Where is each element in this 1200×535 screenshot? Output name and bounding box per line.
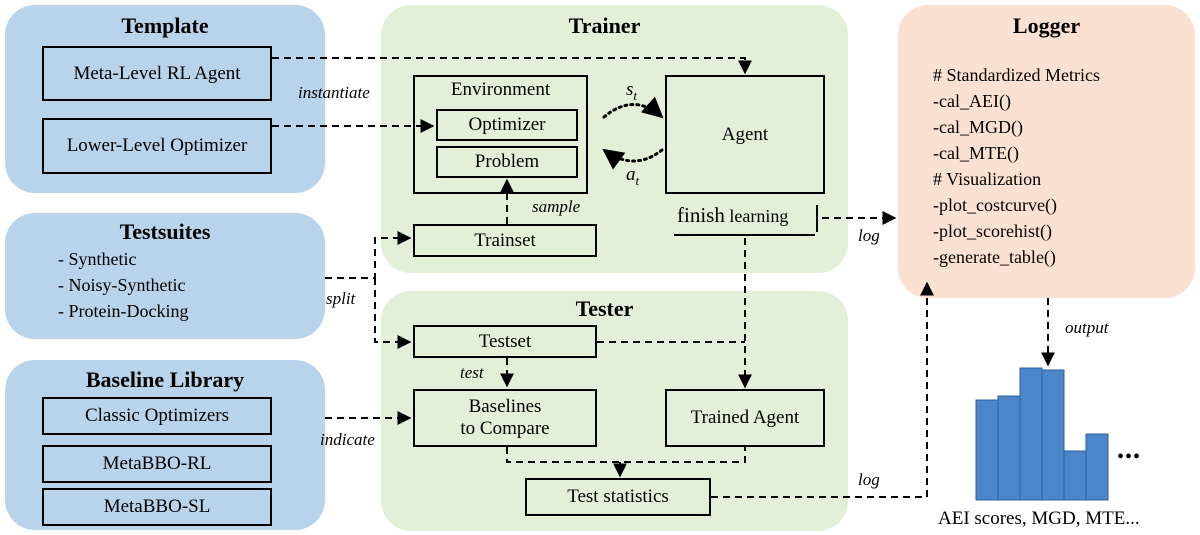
tester-panel: Tester	[381, 291, 848, 531]
statistics-to-logger-arrow	[711, 281, 934, 498]
logger-list: # Standardized Metrics -cal_AEI() -cal_M…	[933, 62, 1100, 270]
logger-panel: Logger	[898, 5, 1195, 298]
lower-level-optimizer-box: Lower-Level Optimizer	[42, 118, 272, 174]
trainer-panel: Trainer	[381, 5, 848, 273]
histogram-bar	[1063, 450, 1087, 501]
baselines-line1: Baselines	[468, 396, 542, 417]
testsuite-item-protein-docking: - Protein-Docking	[58, 301, 189, 321]
testsuite-item-noisy-synthetic: - Noisy-Synthetic	[58, 275, 186, 295]
metabbo-rl-box: MetaBBO-RL	[42, 445, 272, 483]
agent-box: Agent	[665, 75, 825, 194]
testsuites-list: - Synthetic - Noisy-Synthetic - Protein-…	[58, 246, 188, 324]
action-label: at	[626, 164, 639, 189]
testsuite-item-synthetic: - Synthetic	[58, 249, 137, 269]
test-label: test	[460, 363, 484, 382]
finish-word: finish	[677, 203, 725, 227]
split-to-testset-arrow	[374, 278, 412, 349]
finish-learning-label: finish learning	[677, 203, 788, 228]
sample-label: sample	[532, 197, 581, 216]
split-label: split	[326, 289, 356, 308]
output-caption: AEI scores, MGD, MTE...	[938, 508, 1140, 529]
logger-line: -plot_scorehist()	[933, 221, 1052, 241]
log-bottom-label: log	[858, 470, 880, 489]
environment-label: Environment	[450, 79, 551, 100]
histogram-ellipsis: •••	[1117, 446, 1142, 468]
classic-optimizers-box: Classic Optimizers	[42, 397, 272, 435]
action-arrow	[602, 148, 664, 170]
trainset-box: Trainset	[413, 224, 597, 257]
baselines-line2: to Compare	[460, 418, 550, 439]
optimizer-box: Optimizer	[436, 109, 578, 141]
state-arrow	[602, 96, 664, 119]
logger-line: -cal_MTE()	[933, 143, 1019, 163]
environment-box: Environment	[413, 75, 588, 194]
instantiate-label: instantiate	[298, 83, 370, 102]
problem-box: Problem	[436, 146, 578, 178]
output-label: output	[1065, 318, 1109, 337]
logger-line: # Visualization	[933, 169, 1042, 189]
metabbo-sl-box: MetaBBO-SL	[42, 488, 272, 526]
action-subscript: t	[635, 172, 640, 188]
logger-line: -generate_table()	[933, 247, 1056, 267]
histogram-bar	[1019, 367, 1043, 501]
baseline-title: Baseline Library	[85, 367, 245, 392]
testsuites-panel: Testsuites	[5, 213, 325, 339]
state-symbol: s	[626, 79, 634, 100]
instantiate-agent-arrow	[272, 57, 752, 75]
histogram-bar	[1085, 433, 1109, 501]
logger-line: # Standardized Metrics	[933, 65, 1100, 85]
template-title: Template	[121, 13, 209, 38]
testsuites-title: Testsuites	[119, 219, 211, 244]
logger-title: Logger	[1012, 13, 1081, 38]
state-label: st	[626, 79, 637, 104]
log-top-label: log	[858, 226, 880, 245]
split-to-trainset-arrow	[325, 231, 412, 279]
histogram-bar	[1041, 369, 1065, 501]
indicate-label: indicate	[320, 430, 375, 449]
histogram-bar	[975, 399, 999, 501]
output-histogram	[975, 367, 1109, 501]
meta-level-rl-agent-box: Meta-Level RL Agent	[42, 46, 272, 101]
logger-line: -cal_MGD()	[933, 117, 1023, 137]
testset-box: Testset	[413, 325, 597, 358]
action-symbol: a	[626, 164, 636, 185]
state-subscript: t	[633, 87, 638, 103]
learning-word: learning	[729, 206, 789, 226]
logger-line: -plot_costcurve()	[933, 195, 1057, 215]
baselines-to-compare-box: Baselines to Compare	[413, 389, 597, 447]
histogram-bar	[997, 395, 1021, 501]
logger-line: -cal_AEI()	[933, 91, 1011, 111]
trained-agent-box: Trained Agent	[665, 389, 825, 447]
tester-title: Tester	[575, 296, 634, 321]
merge-to-statistics-arrow	[506, 447, 746, 476]
trainer-title: Trainer	[568, 13, 641, 38]
